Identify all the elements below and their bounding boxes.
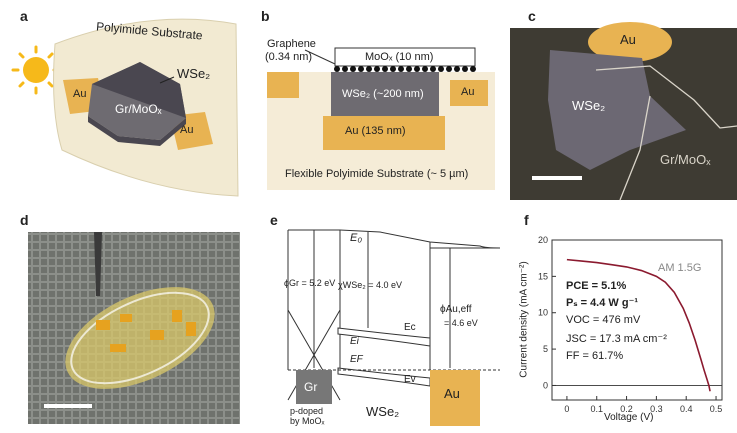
panel-d: d (0, 210, 245, 428)
label-moox-b: MoOₓ (10 nm) (365, 51, 434, 63)
label-au-bottom-b: Au (135 nm) (345, 125, 406, 137)
x-tick-label: 0.1 (590, 404, 603, 414)
label-graphene-b: Graphene (267, 38, 316, 50)
label-au-c: Au (620, 32, 636, 47)
label-pdoped-2: by MoOₓ (290, 416, 325, 426)
au-left-b (267, 72, 299, 98)
label-au-e: Au (444, 386, 460, 401)
label-am: AM 1.5G (658, 262, 702, 274)
conduction-band (337, 327, 431, 347)
valence-band (337, 367, 431, 387)
x-tick-label: 0 (564, 404, 569, 414)
panel-f: f 0 0.1 0.2 0.3 0.4 0.5 0 5 10 15 20 AM 1.5G PCE =… (510, 210, 737, 428)
label-phi-au-val: = 4.6 eV (444, 318, 478, 328)
label-ei: Ei (350, 336, 359, 347)
panel-a: a Polyimide Substrate Au Au WSe₂ (0, 0, 245, 210)
au-block (430, 370, 480, 426)
gr-block (296, 370, 332, 404)
e0-level-wse2 (339, 229, 501, 249)
label-ps: Pₛ = 4.4 W g⁻¹ (566, 297, 639, 309)
jv-chart: 0 0.1 0.2 0.3 0.4 0.5 0 5 10 15 20 (538, 235, 723, 414)
panel-label-b: b (261, 8, 270, 24)
label-grmoox-a: Gr/MoOₓ (115, 102, 162, 116)
label-au-right-b: Au (461, 86, 475, 98)
graphene-dots (334, 66, 476, 72)
jv-curve (566, 258, 711, 392)
label-au-left-a: Au (73, 88, 87, 100)
label-graphene-thickness: (0.34 nm) (265, 51, 313, 63)
label-xlabel: Voltage (V) (604, 412, 654, 423)
panel-label-f: f (524, 212, 529, 228)
panel-b: b Graphene (0.34 nm) MoOₓ (10 nm) WSe₂ (… (245, 0, 510, 210)
x-tick-label: 0.2 (620, 404, 633, 414)
wse2-flake-c (548, 50, 686, 170)
panel-e: e E₀ ϕGr = 5.2 eV χWSe₂ = 4.0 eV ϕAu,eff… (270, 210, 510, 428)
band-diagram-e (287, 229, 501, 426)
label-phi-gr: ϕGr = 5.2 eV (284, 278, 336, 288)
label-voc: VOC = 476 mV (566, 314, 641, 326)
x-tick-label: 0.4 (680, 404, 693, 414)
photo-d (28, 232, 240, 424)
panel-label-d: d (20, 212, 29, 228)
label-ylabel: Current density (mA cm⁻²) (518, 261, 530, 378)
label-ff: FF = 61.7% (566, 350, 624, 362)
au-pad-c (588, 22, 672, 62)
plot-frame (551, 239, 723, 401)
wse2-layer (331, 72, 439, 116)
label-wse2-a: WSe₂ (177, 66, 211, 81)
label-wse2-e: WSe₂ (366, 404, 400, 419)
grmoox-outline (595, 65, 737, 129)
y-tick-label: 0 (543, 380, 548, 390)
device-schematic-a (11, 18, 239, 197)
sun-icon (11, 45, 61, 95)
scale-bar-c (532, 176, 582, 180)
label-gr: Gr (304, 380, 318, 394)
y-tick-label: 20 (538, 235, 548, 245)
x-tick-label: 0.5 (710, 404, 723, 414)
y-tick-label: 15 (538, 271, 548, 281)
panel-label-c: c (528, 8, 536, 24)
au-right-b (450, 80, 488, 106)
label-ev: Ev (404, 374, 416, 385)
label-jsc: JSC = 17.3 mA cm⁻² (566, 333, 667, 345)
micrograph-c (510, 22, 737, 201)
label-wse2-c: WSe₂ (572, 98, 606, 113)
label-au-right-a: Au (180, 124, 194, 136)
label-ec: Ec (404, 322, 416, 333)
au-bottom-b (323, 116, 445, 150)
label-chi-wse2: χWSe₂ = 4.0 eV (338, 280, 402, 290)
y-tick-label: 10 (538, 308, 548, 318)
label-pce: PCE = 5.1% (566, 280, 627, 292)
label-ef: EF (350, 354, 363, 365)
label-substrate-b: Flexible Polyimide Substrate (~ 5 µm) (285, 168, 469, 180)
panel-label-e: e (270, 212, 278, 228)
y-tick-label: 5 (543, 344, 548, 354)
label-e0: E₀ (350, 232, 362, 244)
label-wse2-b: WSe₂ (~200 nm) (342, 88, 424, 100)
x-tick-label: 0.3 (650, 404, 663, 414)
panel-label-a: a (20, 8, 28, 24)
label-phi-au: ϕAu,eff (440, 304, 472, 315)
cross-section-b (267, 47, 495, 190)
panel-c: c Au WSe₂ Gr/MoOₓ (510, 0, 737, 210)
label-pdoped-1: p-doped (290, 406, 324, 416)
label-grmoox-c: Gr/MoOₓ (660, 152, 711, 167)
au-traces-d (96, 310, 196, 352)
moox-layer (334, 47, 476, 67)
scale-bar-d (44, 404, 92, 408)
probe-needle (94, 232, 102, 296)
